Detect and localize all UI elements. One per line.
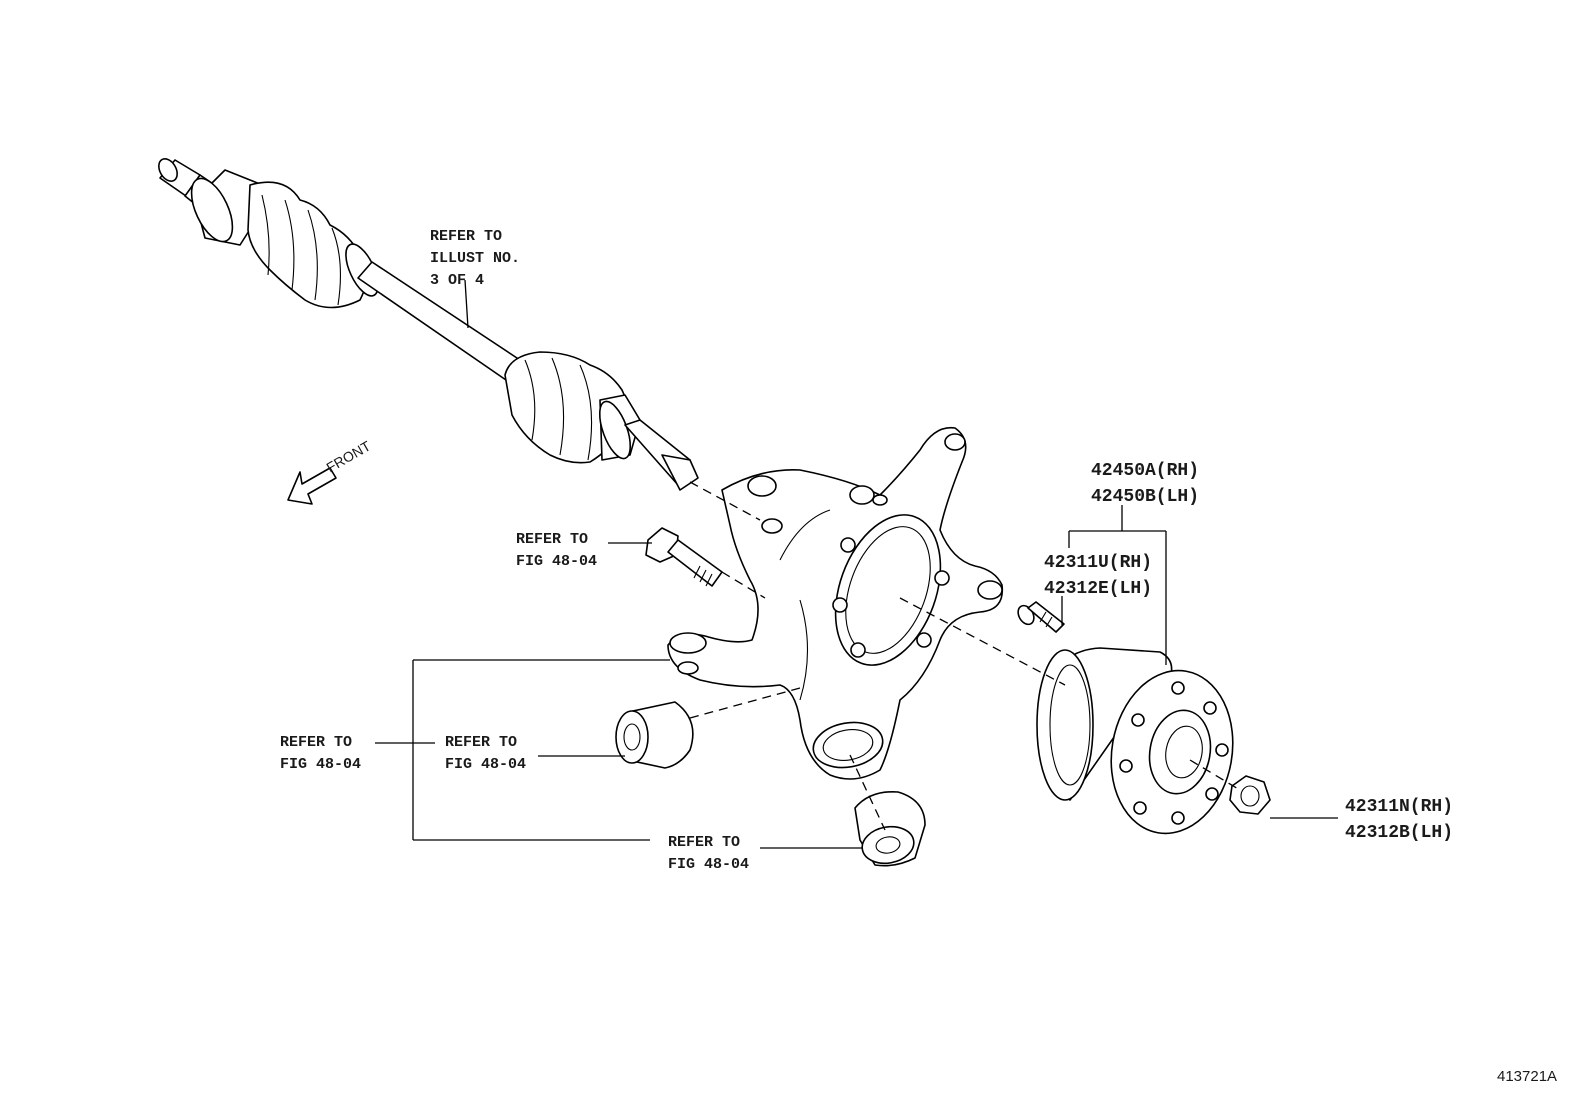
- part-number: 42312E(LH): [1044, 579, 1152, 599]
- label-hub-assembly: 42450A(RH) 42450B(LH): [1091, 461, 1199, 507]
- steering-knuckle: [667, 426, 1004, 780]
- label-line: FIG 48-04: [668, 856, 749, 873]
- label-line: REFER TO: [280, 734, 352, 751]
- label-line: FIG 48-04: [445, 756, 526, 773]
- label-line: REFER TO: [430, 228, 502, 245]
- label-refer-left-outer: REFER TO FIG 48-04: [280, 734, 361, 773]
- label-refer-bolt: REFER TO FIG 48-04: [516, 531, 597, 570]
- part-number: 42311N(RH): [1345, 797, 1453, 817]
- label-line: ILLUST NO.: [430, 250, 520, 267]
- label-line: FIG 48-04: [280, 756, 361, 773]
- knuckle-bolt: [645, 527, 723, 587]
- alignment-lines: [689, 481, 1241, 831]
- part-number: 42450B(LH): [1091, 487, 1199, 507]
- label-refer-illust: REFER TO ILLUST NO. 3 OF 4: [430, 228, 520, 289]
- part-number: 42450A(RH): [1091, 461, 1199, 481]
- label-refer-bottom: REFER TO FIG 48-04: [668, 834, 749, 873]
- front-label: FRONT: [324, 437, 374, 475]
- bushing-left: [615, 701, 694, 769]
- front-arrow: FRONT: [287, 437, 374, 505]
- illustration-code: 413721A: [1497, 1068, 1557, 1085]
- hub-bearing-assembly: [1036, 647, 1234, 835]
- label-line: REFER TO: [445, 734, 517, 751]
- hub-bolt: [1017, 601, 1065, 633]
- bushing-bottom: [854, 791, 926, 867]
- label-hub-nut: 42311N(RH) 42312B(LH): [1345, 797, 1453, 843]
- label-line: 3 OF 4: [430, 272, 484, 289]
- label-hub-bolt: 42311U(RH) 42312E(LH): [1044, 553, 1152, 599]
- label-line: REFER TO: [668, 834, 740, 851]
- label-line: FIG 48-04: [516, 553, 597, 570]
- drive-shaft: [158, 158, 699, 491]
- label-refer-left-inner: REFER TO FIG 48-04: [445, 734, 526, 773]
- part-number: 42312B(LH): [1345, 823, 1453, 843]
- leader-lines: [375, 279, 1338, 849]
- part-number: 42311U(RH): [1044, 553, 1152, 573]
- label-line: REFER TO: [516, 531, 588, 548]
- hub-nut: [1229, 775, 1271, 815]
